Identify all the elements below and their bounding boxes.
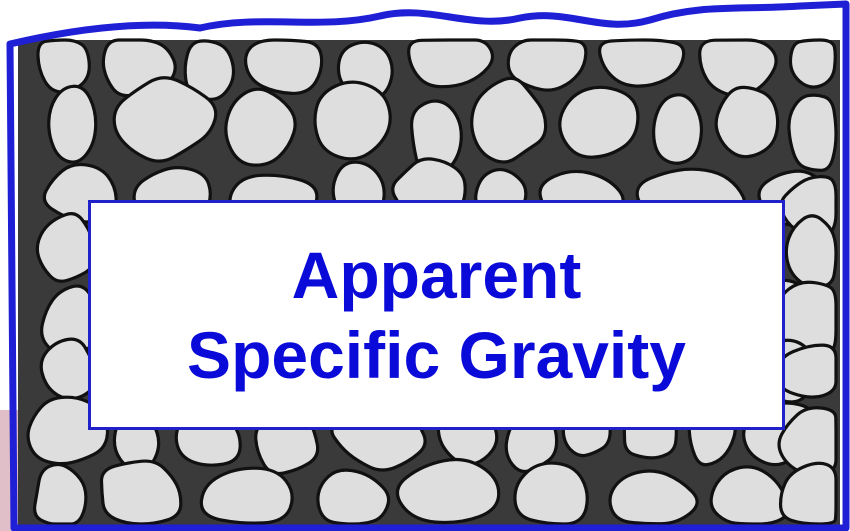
aggregate-stone-icon: [790, 40, 835, 87]
aggregate-stone-icon: [515, 463, 587, 524]
aggregate-stone-icon: [716, 87, 777, 156]
title-line-1: Apparent: [292, 235, 582, 315]
aggregate-stone-icon: [49, 86, 96, 162]
aggregate-stone-icon: [786, 216, 836, 287]
title-line-2: Specific Gravity: [187, 315, 686, 395]
aggregate-stone-icon: [789, 95, 836, 170]
aggregate-stone-icon: [38, 40, 89, 92]
title-box: Apparent Specific Gravity: [88, 200, 785, 430]
aggregate-stone-icon: [560, 87, 638, 157]
aggregate-stone-icon: [654, 95, 702, 163]
